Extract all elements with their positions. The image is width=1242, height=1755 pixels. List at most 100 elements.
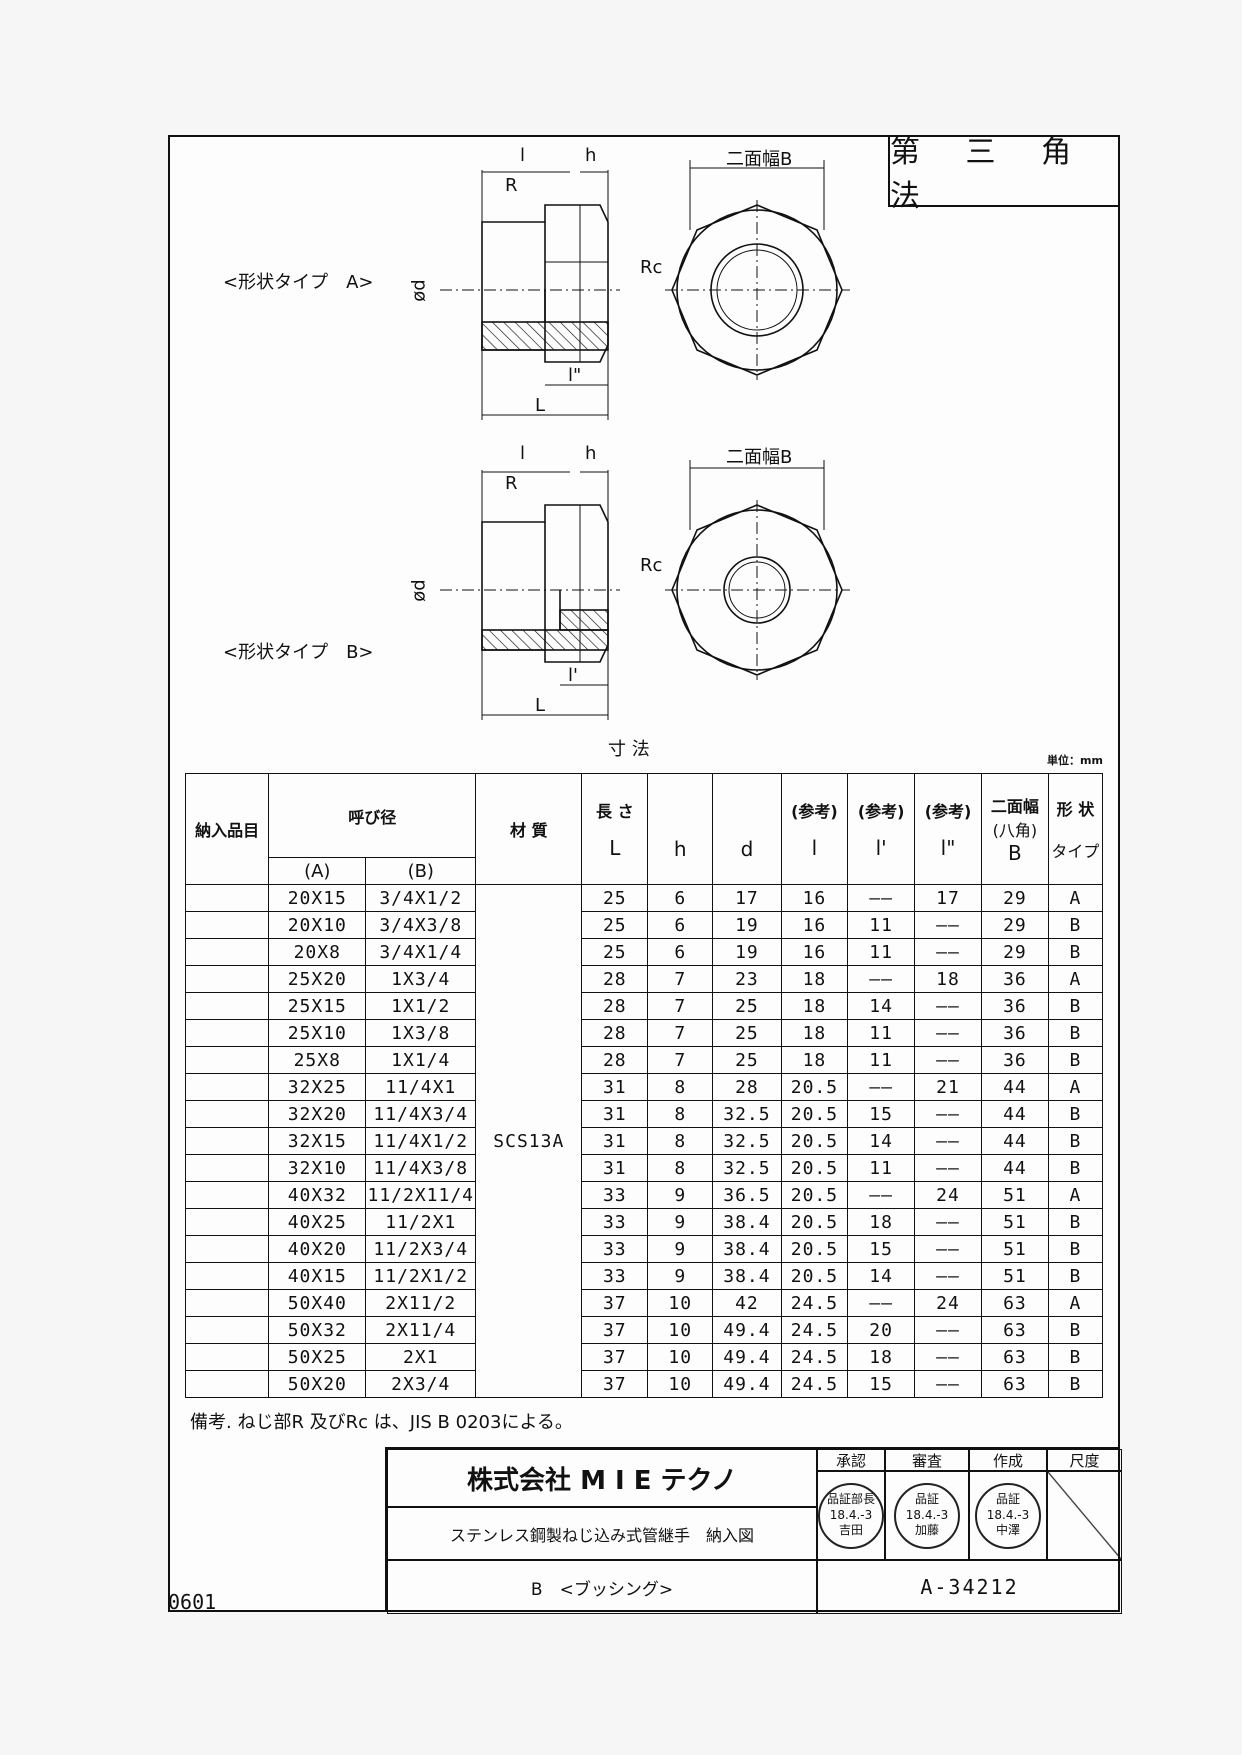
- l2-cell: 24: [914, 1289, 982, 1317]
- l1-cell: ——: [847, 965, 916, 993]
- l1-cell: 15: [847, 1235, 916, 1263]
- type-a-label: <形状タイプ A>: [223, 272, 374, 293]
- dim-l-a: l: [520, 145, 526, 166]
- shape-cell: A: [1047, 1181, 1104, 1209]
- dim-r-a: R: [505, 175, 518, 196]
- header-item: 納入品目: [184, 773, 270, 885]
- shape-cell: B: [1047, 1154, 1104, 1182]
- item-cell: [184, 1289, 270, 1317]
- h-cell: 6: [647, 938, 714, 966]
- nominal-a-cell: 32X10: [268, 1154, 367, 1182]
- h-cell: 6: [647, 911, 714, 939]
- nominal-b-cell: 2X11/2: [365, 1289, 477, 1317]
- nominal-a-cell: 50X40: [268, 1289, 367, 1317]
- d-cell: 25: [712, 992, 782, 1020]
- dim-L-b: L: [535, 695, 546, 716]
- shape-cell: A: [1047, 884, 1104, 912]
- nominal-a-cell: 40X15: [268, 1262, 367, 1290]
- dim-rc-b: Rc: [640, 555, 663, 576]
- l1-cell: 18: [847, 1343, 916, 1371]
- l1-cell: 15: [847, 1100, 916, 1128]
- nominal-b-cell: 11/2X11/4: [365, 1181, 477, 1209]
- l1-cell: 11: [847, 1019, 916, 1047]
- item-cell: [184, 1343, 270, 1371]
- l2-cell: ——: [914, 1019, 982, 1047]
- L-cell: 33: [581, 1262, 649, 1290]
- item-cell: [184, 965, 270, 993]
- nominal-b-cell: 3/4X3/8: [365, 911, 477, 939]
- d-cell: 38.4: [712, 1208, 782, 1236]
- h-cell: 9: [647, 1208, 714, 1236]
- drawing-subtitle: B <ブッシング>: [387, 1560, 817, 1614]
- nominal-b-cell: 2X1: [365, 1343, 477, 1371]
- L-cell: 28: [581, 992, 649, 1020]
- item-cell: [184, 1073, 270, 1101]
- scale-label: 尺度: [1047, 1449, 1122, 1471]
- nominal-b-cell: 11/4X1/2: [365, 1127, 477, 1155]
- l-cell: 16: [780, 938, 849, 966]
- material-cell: SCS13A: [475, 884, 583, 1398]
- drawing-number: A-34212: [817, 1560, 1122, 1614]
- l2-cell: ——: [914, 1343, 982, 1371]
- item-cell: [184, 1208, 270, 1236]
- header-material: 材 質: [475, 773, 583, 885]
- d-cell: 19: [712, 938, 782, 966]
- nominal-a-cell: 50X32: [268, 1316, 367, 1344]
- shape-cell: A: [1047, 965, 1104, 993]
- nominal-b-cell: 11/2X1: [365, 1208, 477, 1236]
- remarks-note: 備考. ねじ部R 及びRc は、JIS B 0203による。: [190, 1412, 573, 1433]
- h-cell: 8: [647, 1073, 714, 1101]
- L-cell: 25: [581, 911, 649, 939]
- l1-cell: 15: [847, 1370, 916, 1398]
- h-cell: 10: [647, 1316, 714, 1344]
- nominal-a-cell: 32X25: [268, 1073, 367, 1101]
- l1-cell: ——: [847, 1289, 916, 1317]
- l2-cell: ——: [914, 1235, 982, 1263]
- h-cell: 9: [647, 1235, 714, 1263]
- d-cell: 49.4: [712, 1370, 782, 1398]
- shape-cell: B: [1047, 1208, 1104, 1236]
- l2-cell: ——: [914, 938, 982, 966]
- title-block: 株式会社 M I E テクノ ステンレス鋼製ねじ込み式管継手 納入図 B <ブッ…: [385, 1447, 1122, 1614]
- flats-cell: 44: [980, 1127, 1049, 1155]
- dim-rc-a: Rc: [640, 257, 663, 278]
- nominal-a-cell: 50X20: [268, 1370, 367, 1398]
- drawing-title: ステンレス鋼製ねじ込み式管継手 納入図: [387, 1507, 817, 1560]
- l2-cell: ——: [914, 992, 982, 1020]
- d-cell: 17: [712, 884, 782, 912]
- l-cell: 24.5: [780, 1316, 849, 1344]
- shape-cell: B: [1047, 911, 1104, 939]
- item-cell: [184, 1181, 270, 1209]
- flats-cell: 36: [980, 992, 1049, 1020]
- l1-cell: 14: [847, 992, 916, 1020]
- l1-cell: 11: [847, 1154, 916, 1182]
- type-a-front-view: [665, 160, 850, 380]
- nominal-a-cell: 32X15: [268, 1127, 367, 1155]
- flats-cell: 29: [980, 938, 1049, 966]
- L-cell: 31: [581, 1073, 649, 1101]
- L-cell: 28: [581, 1046, 649, 1074]
- d-cell: 36.5: [712, 1181, 782, 1209]
- L-cell: 37: [581, 1316, 649, 1344]
- L-cell: 37: [581, 1343, 649, 1371]
- item-cell: [184, 884, 270, 912]
- h-cell: 7: [647, 1019, 714, 1047]
- h-cell: 10: [647, 1289, 714, 1317]
- l-cell: 20.5: [780, 1154, 849, 1182]
- d-cell: 23: [712, 965, 782, 993]
- type-a-side-view: [440, 170, 620, 420]
- shape-cell: B: [1047, 992, 1104, 1020]
- type-b-side-view: [440, 470, 620, 720]
- revision-code: 0601: [168, 1590, 217, 1614]
- nominal-b-cell: 1X1/2: [365, 992, 477, 1020]
